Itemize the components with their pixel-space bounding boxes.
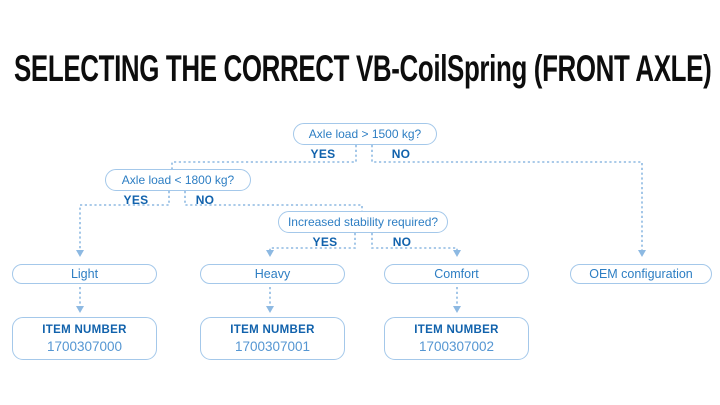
- branch-label-no: NO: [392, 235, 412, 249]
- item-number-value: 1700307001: [234, 339, 311, 354]
- arrow-down-icon: [76, 306, 84, 313]
- item-number-box-light: ITEM NUMBER 1700307000: [12, 317, 157, 360]
- arrow-down-icon: [453, 306, 461, 313]
- connector-d1-no: [371, 145, 643, 250]
- branch-label-yes: YES: [312, 235, 338, 249]
- arrow-down-icon: [453, 250, 461, 257]
- item-number-box-heavy: ITEM NUMBER 1700307001: [200, 317, 345, 360]
- outcome-pill-light: Light: [12, 264, 157, 284]
- branch-label-yes: YES: [310, 147, 336, 161]
- branch-label-no: NO: [195, 193, 215, 207]
- connector-d2-yes: [79, 191, 170, 250]
- branch-label-yes: YES: [123, 193, 149, 207]
- item-number-value: 1700307002: [418, 339, 495, 354]
- arrow-down-icon: [638, 250, 646, 257]
- arrow-down-icon: [266, 306, 274, 313]
- outcome-pill-heavy: Heavy: [200, 264, 345, 284]
- page-title: SELECTING THE CORRECT VB-CoilSpring (FRO…: [14, 48, 712, 89]
- connector-d2-no: [184, 191, 363, 211]
- outcome-pill-oem: OEM configuration: [570, 264, 712, 284]
- item-number-box-comfort: ITEM NUMBER 1700307002: [384, 317, 529, 360]
- decision-box-axle-load-1500: Axle load > 1500 kg?: [293, 123, 437, 145]
- item-number-label: ITEM NUMBER: [414, 324, 499, 336]
- item-number-label: ITEM NUMBER: [230, 324, 315, 336]
- arrow-down-icon: [266, 250, 274, 257]
- connector-d3-no: [371, 233, 458, 250]
- connector-d3-yes: [269, 233, 356, 250]
- item-number-value: 1700307000: [46, 339, 123, 354]
- arrow-down-icon: [76, 250, 84, 257]
- decision-box-stability: Increased stability required?: [278, 211, 448, 233]
- outcome-pill-comfort: Comfort: [384, 264, 529, 284]
- item-number-label: ITEM NUMBER: [42, 324, 127, 336]
- branch-label-no: NO: [391, 147, 411, 161]
- decision-box-axle-load-1800: Axle load < 1800 kg?: [105, 169, 251, 191]
